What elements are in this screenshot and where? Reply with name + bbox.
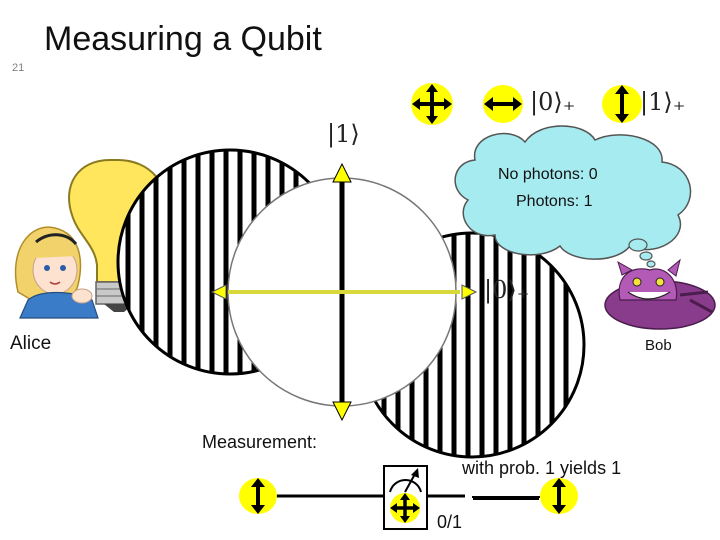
probability-label: with prob. 1 yields 1: [462, 458, 622, 478]
ket-one-plus: |1⟩₊: [640, 88, 686, 116]
horizontal-arrow-icon: [483, 85, 523, 123]
ket-one-vertical: |1⟩: [327, 120, 360, 148]
slide-title: Measuring a Qubit: [44, 20, 322, 58]
cloud-text-no-photons: No photons: 0: [498, 166, 598, 183]
bob-label: Bob: [645, 337, 672, 354]
measurement-circuit: [275, 494, 540, 500]
alice-label: Alice: [10, 333, 52, 354]
bidirectional-cross-arrow-icon: [390, 493, 420, 523]
vertical-arrow-icon: [239, 478, 277, 514]
slide-number: 21: [12, 62, 25, 74]
thought-cloud: [454, 125, 692, 268]
ket-zero-horizontal: |0⟩₊: [484, 276, 530, 304]
bob-figure: [604, 258, 716, 330]
ket-zero-plus: |0⟩₊: [530, 88, 576, 116]
vertical-arrow-icon: [602, 85, 642, 123]
outcome-label: 0/1: [437, 512, 463, 532]
cloud-text-photons: Photons: 1: [516, 193, 593, 210]
vertical-arrow-icon: [540, 478, 578, 514]
alice-figure: [14, 226, 99, 319]
measurement-label: Measurement:: [202, 432, 318, 452]
state-space-circle: [210, 162, 478, 422]
bidirectional-cross-arrow-icon: [411, 83, 453, 125]
